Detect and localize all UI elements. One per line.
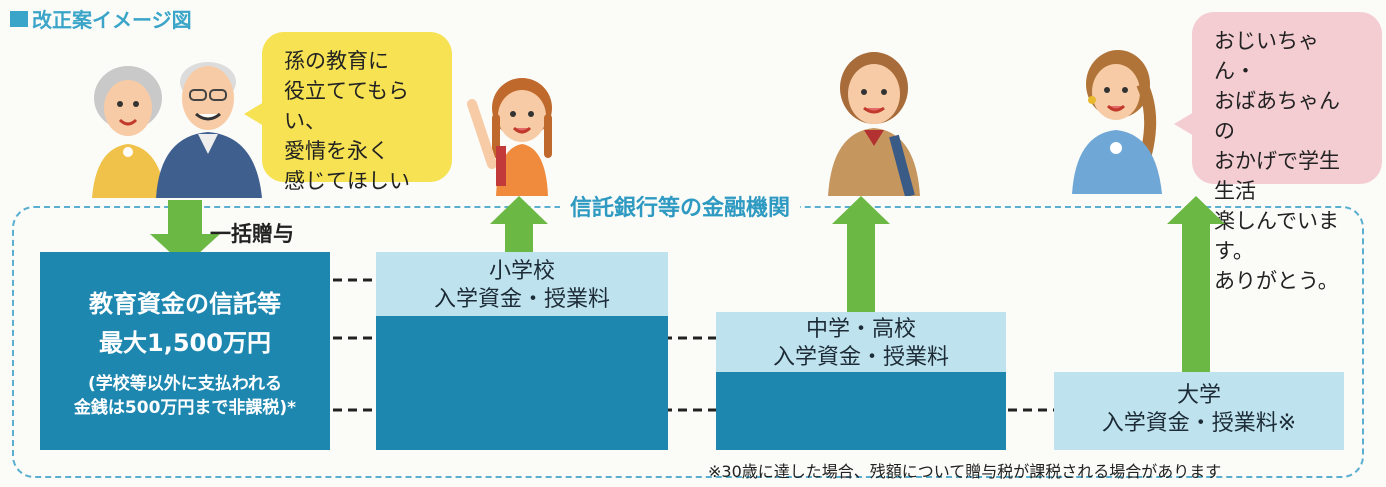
- student-speech-bubble: おじいちゃん・ おばあちゃんの おかげで学生生活 楽しんでいます。 ありがとう。: [1174, 12, 1382, 293]
- teen-student-illustration: [828, 52, 920, 196]
- bubble-line: おばあちゃんの: [1214, 89, 1340, 143]
- bubble-line: ありがとう。: [1214, 269, 1339, 293]
- elementary-stage-label: 小学校 入学資金・授業料: [376, 252, 668, 316]
- stage-desc: 入学資金・授業料: [772, 345, 949, 370]
- trust-note-line: (学校等以外に支払われる: [88, 374, 282, 394]
- elementary-child-illustration: [467, 78, 552, 196]
- diagram-title: 改正案イメージ図: [10, 4, 192, 33]
- trust-note-line: 金銭は500万円まで非課税)*: [73, 398, 297, 418]
- university-stage-label: 大学 入学資金・授業料※: [1054, 372, 1344, 450]
- trust-title: 教育資金の信託等: [89, 290, 281, 318]
- bubble-line: 役立ててもらい、: [284, 79, 409, 133]
- secondary-stage-label: 中学・高校 入学資金・授業料: [716, 312, 1006, 372]
- stage-desc: 入学資金・授業料※: [1101, 411, 1297, 436]
- education-trust-box: 教育資金の信託等 最大1,500万円 (学校等以外に支払われる 金銭は500万円…: [40, 252, 330, 450]
- elementary-stage-bar: [376, 316, 668, 450]
- grandparents-illustration: [92, 62, 262, 198]
- stage-name: 大学: [1176, 383, 1221, 408]
- university-up-arrow: [1167, 196, 1225, 372]
- title-text: 改正案イメージ図: [32, 8, 192, 32]
- footnote: ※30歳に達した場合、残額について贈与税が課税される場合があります: [708, 462, 1222, 481]
- trust-amount: 最大1,500万円: [99, 329, 271, 357]
- bubble-line: 楽しんでいます。: [1214, 209, 1339, 263]
- bubble-line: 感じてほしい: [284, 169, 410, 193]
- lump-sum-down-arrow: [150, 200, 220, 266]
- stage-name: 中学・高校: [805, 317, 916, 342]
- lump-sum-label: 一括贈与: [210, 222, 294, 246]
- grandparents-speech-bubble: 孫の教育に 役立ててもらい、 愛情を永く 感じてほしい: [244, 32, 452, 193]
- institution-label: 信託銀行等の金融機関: [560, 190, 801, 222]
- bubble-line: おかげで学生生活: [1214, 149, 1340, 203]
- secondary-up-arrow: [832, 196, 890, 312]
- stage-name: 小学校: [488, 259, 555, 284]
- elementary-up-arrow: [490, 196, 548, 254]
- bubble-line: 孫の教育に: [284, 49, 389, 73]
- title-square-icon: [10, 10, 28, 27]
- secondary-stage-bar: [716, 372, 1006, 450]
- bubble-line: おじいちゃん・: [1214, 29, 1319, 83]
- university-student-illustration: [1072, 50, 1162, 194]
- bubble-line: 愛情を永く: [284, 139, 389, 163]
- stage-desc: 入学資金・授業料: [433, 287, 610, 312]
